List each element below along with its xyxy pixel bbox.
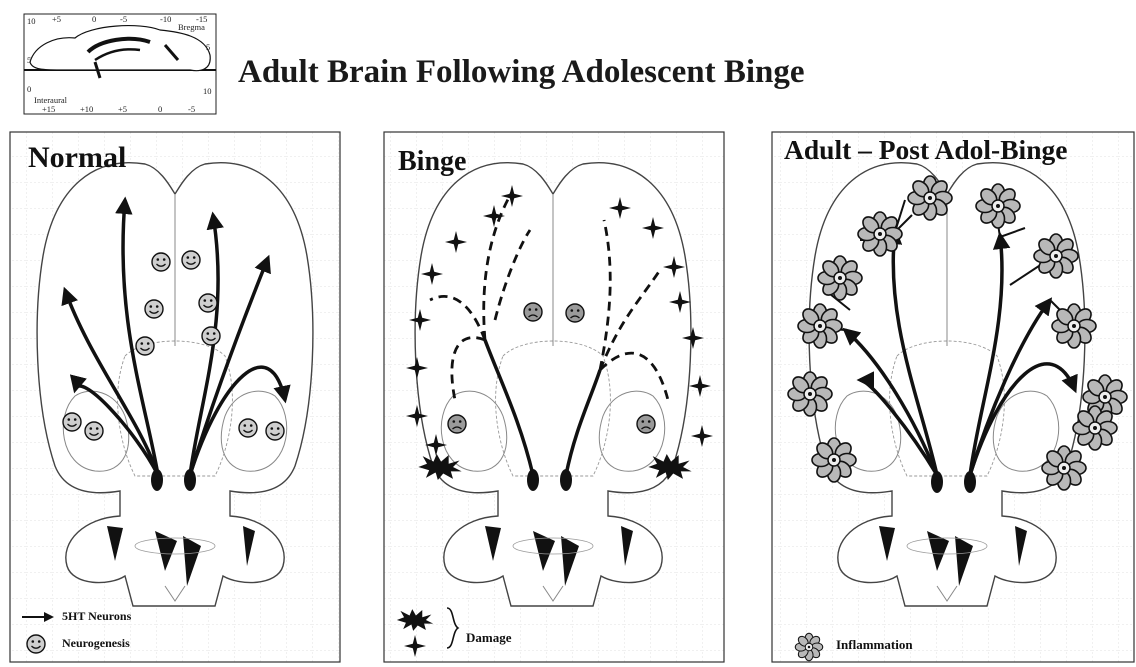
inset-tick: -10 xyxy=(160,14,171,24)
inset-tick: +15 xyxy=(42,104,55,114)
bregma-inset-map: 10 +5 0 -5 -10 -15 Bregma 5 10 5 0 Inter… xyxy=(24,14,216,114)
panel-adult xyxy=(772,132,1134,662)
inset-tick: -5 xyxy=(120,14,127,24)
panel-title-binge: Binge xyxy=(398,146,466,178)
legend-label-5ht-neurons: 5HT Neurons xyxy=(62,609,131,624)
inset-tick: +10 xyxy=(80,104,93,114)
inset-tick: -5 xyxy=(188,104,195,114)
inset-tick: +5 xyxy=(52,14,61,24)
panel-binge xyxy=(384,132,724,662)
inset-bregma-label: Bregma xyxy=(178,22,205,32)
legend-smiley-icon xyxy=(27,635,45,653)
brain-outline xyxy=(809,163,1085,606)
panel-title-normal: Normal xyxy=(28,141,126,175)
inset-tick: 5 xyxy=(206,42,210,52)
legend-label-inflammation: Inflammation xyxy=(836,637,913,653)
legend-label-neurogenesis: Neurogenesis xyxy=(62,636,130,651)
inset-tick: 0 xyxy=(92,14,96,24)
legend-label-damage: Damage xyxy=(466,630,512,646)
inset-tick: 0 xyxy=(27,84,31,94)
inset-tick: +5 xyxy=(118,104,127,114)
inset-tick: 10 xyxy=(27,16,36,26)
inset-tick: 10 xyxy=(203,86,212,96)
legend-flower-icon xyxy=(795,633,823,661)
panel-title-adult: Adult – Post Adol-Binge xyxy=(784,134,1067,166)
panel-normal xyxy=(10,132,340,662)
brain-outline xyxy=(37,163,313,606)
inset-tick: 5 xyxy=(27,55,31,65)
inset-tick: 0 xyxy=(158,104,162,114)
